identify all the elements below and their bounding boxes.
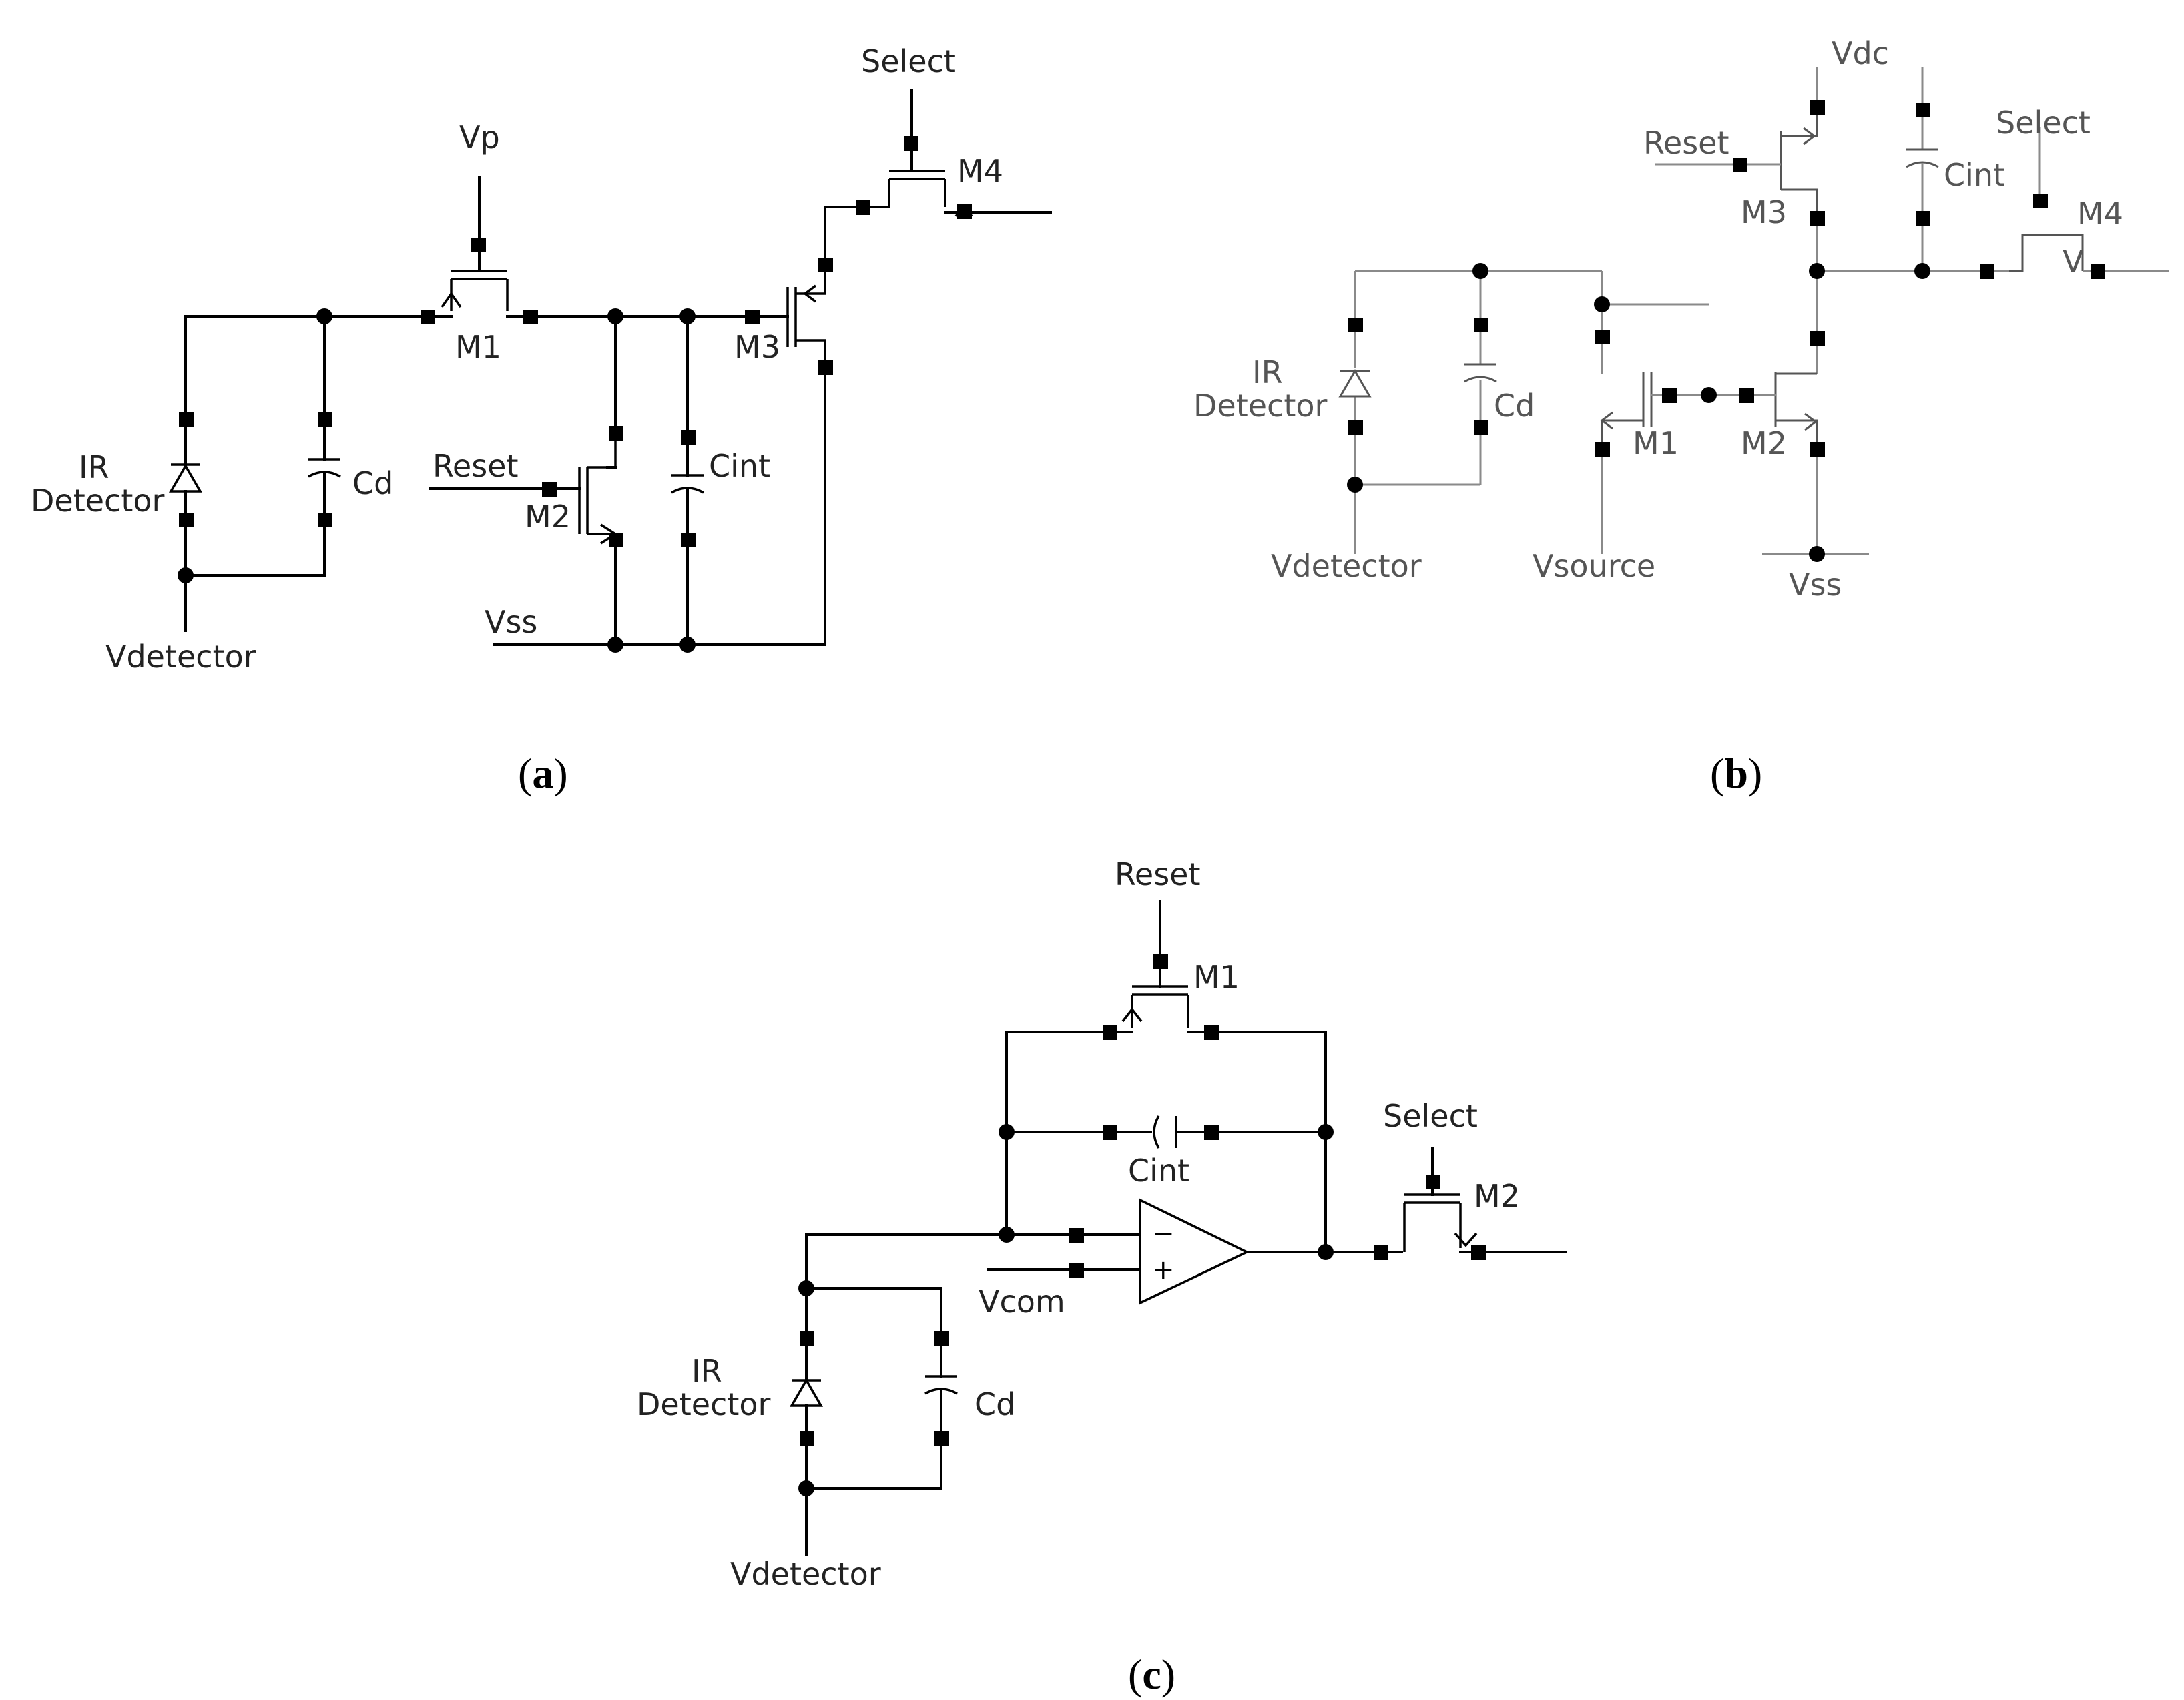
label-reset: Reset — [1643, 125, 1729, 161]
label-vcom: Vcom — [979, 1284, 1065, 1320]
label-minus: − — [1152, 1219, 1175, 1249]
label-cd: Cd — [352, 465, 393, 501]
label-vss: Vss — [1789, 567, 1842, 603]
label-select: Select — [861, 43, 956, 79]
label-ir: IR — [1252, 354, 1283, 390]
label-detector: Detector — [31, 483, 165, 519]
panel-a-schematic — [168, 89, 1052, 653]
label-vsource: Vsource — [1533, 548, 1655, 584]
label-detector: Detector — [1193, 388, 1328, 424]
label-m1: M1 — [1193, 959, 1240, 995]
label-vss: Vss — [485, 604, 537, 640]
label-cd: Cd — [1494, 388, 1535, 424]
label-m3: M3 — [734, 329, 780, 365]
label-m2: M2 — [1474, 1178, 1520, 1214]
label-select: Select — [1383, 1098, 1478, 1134]
panel-b-schematic — [1338, 67, 2169, 562]
label-ir: IR — [79, 449, 109, 485]
panel-c-schematic — [789, 900, 1567, 1556]
caption-a: (a) — [518, 750, 568, 797]
label-reset: Reset — [1115, 856, 1201, 892]
label-v: V — [2063, 244, 2084, 280]
label-cd: Cd — [975, 1386, 1015, 1422]
label-select: Select — [1996, 105, 2091, 141]
label-detector: Detector — [637, 1386, 771, 1422]
label-m2: M2 — [1741, 425, 1787, 461]
label-cint: Cint — [1944, 157, 2005, 193]
label-vdetector: Vdetector — [1271, 548, 1422, 584]
label-ir: IR — [692, 1353, 722, 1389]
label-vdc: Vdc — [1832, 35, 1889, 71]
label-cint: Cint — [1128, 1153, 1189, 1189]
label-cint: Cint — [709, 448, 770, 484]
label-vp: Vp — [459, 119, 500, 156]
caption-c: (c) — [1128, 1651, 1175, 1698]
label-plus: + — [1152, 1255, 1175, 1286]
label-m4: M4 — [957, 153, 1003, 189]
label-reset: Reset — [433, 448, 519, 484]
label-m3: M3 — [1741, 194, 1787, 230]
caption-b: (b) — [1710, 750, 1762, 797]
label-m1: M1 — [1633, 425, 1679, 461]
label-vdetector: Vdetector — [105, 639, 256, 675]
label-m4: M4 — [2077, 196, 2123, 232]
label-m1: M1 — [455, 329, 501, 365]
label-m2: M2 — [525, 499, 571, 535]
label-vdetector: Vdetector — [730, 1556, 881, 1592]
